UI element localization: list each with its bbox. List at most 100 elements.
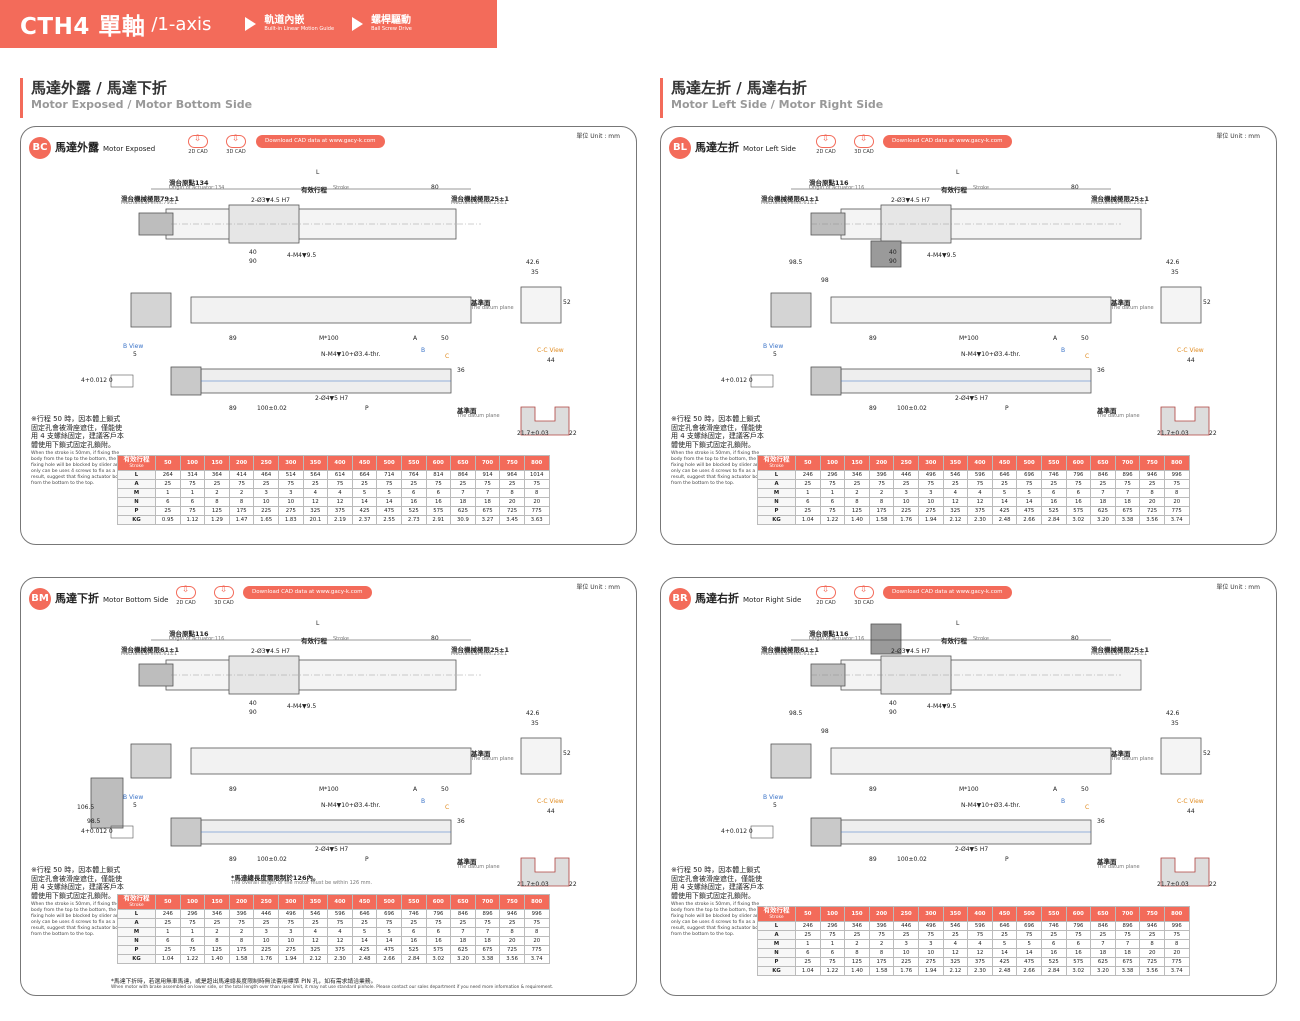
table-cell: 25 <box>1139 479 1165 489</box>
table-cell: 25 <box>499 918 525 928</box>
row-label: N <box>757 948 796 958</box>
table-cell: 364 <box>204 470 230 480</box>
table-cell: 25 <box>991 930 1018 940</box>
variant-badge: BR <box>669 588 691 610</box>
table-cell: 75 <box>228 479 255 489</box>
section-title: 馬達外露 / 馬達下折 <box>31 79 167 97</box>
table-cell: 1.04 <box>795 515 821 525</box>
table-cell: 896 <box>1114 470 1141 480</box>
row-label: L <box>117 909 156 919</box>
table-cell: 75 <box>1065 479 1092 489</box>
table-cell: 246 <box>795 470 821 480</box>
mech-limit-left-en: Mechanical limit:79±1 <box>121 200 178 206</box>
stroke-cell: 650 <box>1090 455 1116 471</box>
table-cell: 375 <box>327 506 353 516</box>
stroke-cell: 350 <box>302 455 329 471</box>
dim-p: P <box>365 856 369 863</box>
table-cell: 625 <box>450 945 476 955</box>
table-cell: 746 <box>400 909 427 919</box>
cad-2d-link[interactable]: 2D CAD <box>176 585 196 606</box>
stroke-cell: 100 <box>179 455 206 471</box>
cloud-download-icon <box>188 134 208 148</box>
dim-22: 22 <box>569 881 577 888</box>
table-cell: 75 <box>523 918 550 928</box>
variant-title-zh: 馬達左折 <box>695 141 739 154</box>
table-cell: 25 <box>204 479 230 489</box>
table-cell: 896 <box>1114 921 1141 931</box>
download-cad-button[interactable]: Download CAD data at www.gacy-k.com <box>883 586 1012 599</box>
datum-label-en: The datum plane <box>1111 305 1154 311</box>
cad-3d-link[interactable]: 3D CAD <box>854 585 874 606</box>
stroke-cell: 700 <box>1114 455 1141 471</box>
stroke-cell: 250 <box>253 455 279 471</box>
table-cell: 12 <box>942 948 969 958</box>
screw-slider-label: 4-M4▼9.5 <box>287 703 317 710</box>
table-cell: 3.38 <box>474 954 501 964</box>
table-cell: 1.58 <box>868 515 895 525</box>
footnote-en: When motor with brake assembled on lower… <box>111 985 554 990</box>
table-cell: 396 <box>868 921 895 931</box>
table-cell: 346 <box>844 921 870 931</box>
table-cell: 125 <box>844 957 870 967</box>
table-cell: 346 <box>844 470 870 480</box>
table-cell: 425 <box>351 506 378 516</box>
table-cell: 4 <box>967 488 993 498</box>
cad-2d-link[interactable]: 2D CAD <box>188 134 208 155</box>
table-cell: 0.95 <box>155 515 181 525</box>
dim-22: 22 <box>1209 881 1217 888</box>
table-cell: 18 <box>474 497 501 507</box>
cad-2d-link[interactable]: 2D CAD <box>816 585 836 606</box>
dim-b: B <box>1061 347 1066 354</box>
table-cell: 8 <box>1139 488 1165 498</box>
screw-base-label: N-M4▼10+Ø3.4-thr. <box>961 802 1021 809</box>
table-cell: 3 <box>253 927 279 937</box>
row-label: M <box>757 939 796 949</box>
dim-4-tol: 4+0.012 0 <box>81 828 113 835</box>
download-cad-button[interactable]: Download CAD data at www.gacy-k.com <box>883 135 1012 148</box>
table-cell: 475 <box>376 945 402 955</box>
table-cell: 1.76 <box>253 954 279 964</box>
table-cell: 7 <box>1114 488 1141 498</box>
table-cell: 2.55 <box>376 515 402 525</box>
table-cell: 3 <box>277 488 304 498</box>
dim-42-6: 42.6 <box>526 259 540 266</box>
table-cell: 546 <box>942 921 969 931</box>
cad-3d-link[interactable]: 3D CAD <box>854 134 874 155</box>
footnote-zh: *馬達下折時，若選用無車馬達，或是超出馬達總長度限制時無法套用標準 PIN 孔，… <box>111 979 377 985</box>
datum-label-b-en: The datum plane <box>1097 864 1140 870</box>
dim-90: 90 <box>889 709 897 716</box>
mech-limit-right: 滑台機械極限25±1 <box>1091 646 1150 654</box>
section-title: 馬達左折 / 馬達右折 <box>671 79 807 97</box>
cad-label: 2D CAD <box>176 600 196 606</box>
cc-view-label: C-C View <box>537 347 564 354</box>
stroke-cell: 550 <box>400 455 427 471</box>
stroke-cell: 200 <box>228 894 255 910</box>
dim-21-7: 21.7±0.03 <box>1157 881 1189 888</box>
cad-3d-link[interactable]: 3D CAD <box>214 585 234 606</box>
table-cell: 12 <box>302 497 329 507</box>
table-cell: 10 <box>893 497 919 507</box>
stroke-note-zh: ※行程 50 時，因本體上鎖式固定孔會被滑座遮住，僅能使用 4 支螺絲固定，建議… <box>671 415 764 449</box>
table-cell: 8 <box>1139 939 1165 949</box>
table-cell: 546 <box>942 470 969 480</box>
screw-top-label: 2-Ø3▼4.5 H7 <box>891 648 930 655</box>
download-cad-button[interactable]: Download CAD data at www.gacy-k.com <box>256 135 385 148</box>
table-cell: 25 <box>795 479 821 489</box>
screw-base-label: N-M4▼10+Ø3.4-thr. <box>321 802 381 809</box>
unit-label: 單位 Unit : mm <box>1216 133 1260 140</box>
download-cad-button[interactable]: Download CAD data at www.gacy-k.com <box>243 586 372 599</box>
screw-base-label: N-M4▼10+Ø3.4-thr. <box>961 351 1021 358</box>
cad-3d-link[interactable]: 3D CAD <box>226 134 246 155</box>
row-label: L <box>117 470 156 480</box>
stroke-cell: 700 <box>1114 906 1141 922</box>
table-cell: 775 <box>523 945 550 955</box>
row-label: A <box>757 479 796 489</box>
dim-21-7: 21.7±0.03 <box>517 881 549 888</box>
cad-2d-link[interactable]: 2D CAD <box>816 134 836 155</box>
